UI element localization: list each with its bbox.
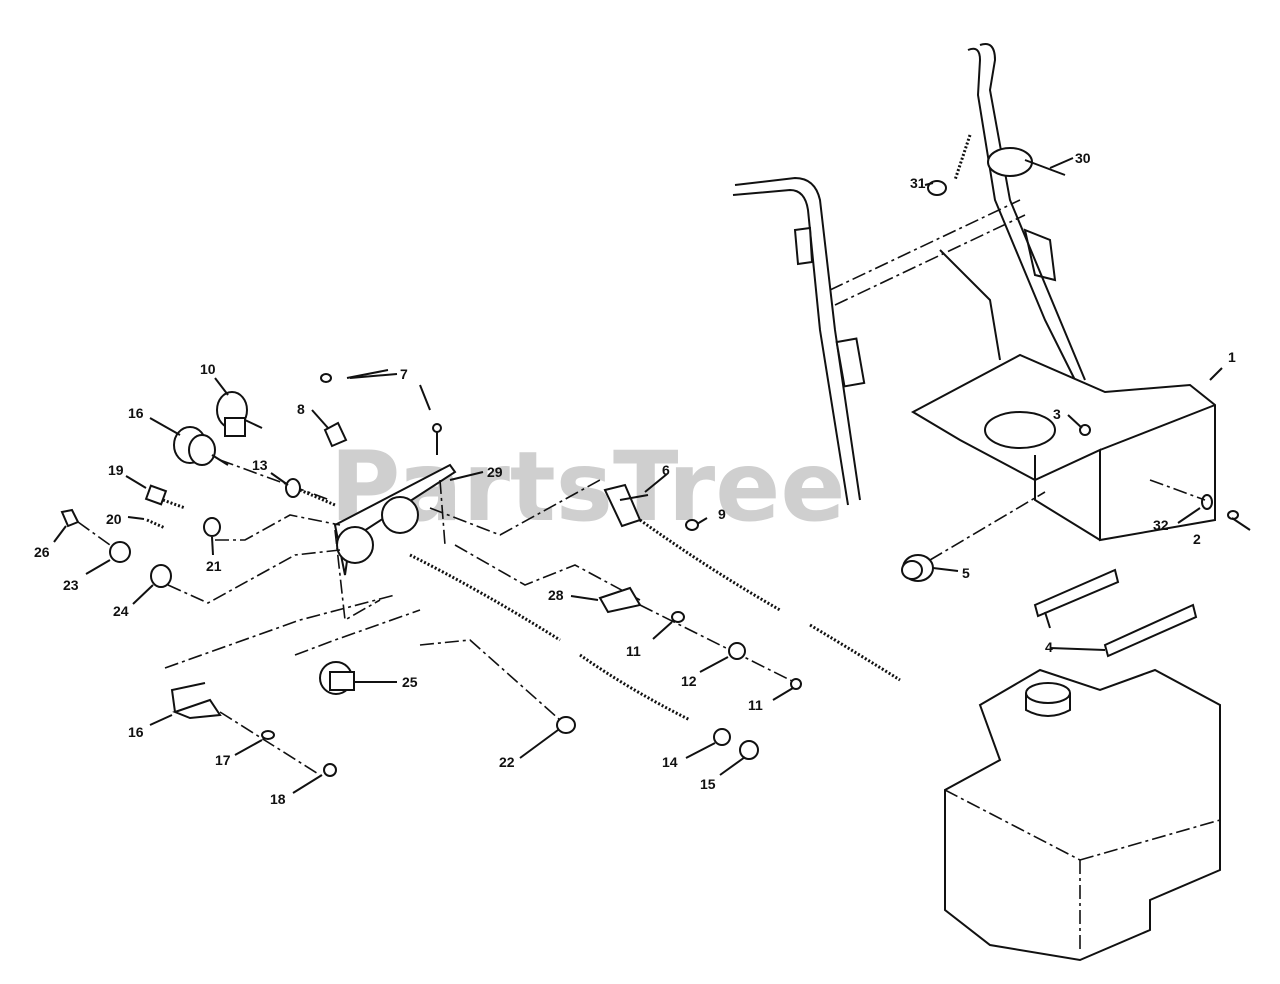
callout-4: 4 bbox=[1045, 639, 1053, 655]
part-31-screw bbox=[927, 134, 972, 196]
callout-3: 3 bbox=[1053, 406, 1061, 422]
part-19-connector bbox=[144, 484, 186, 510]
part-21-ring bbox=[203, 517, 221, 537]
part-3-rivet bbox=[1079, 424, 1091, 436]
part-7-screws bbox=[320, 369, 442, 455]
part-5-grommet bbox=[901, 491, 1046, 582]
part-15-nut bbox=[739, 740, 759, 760]
fuel-tank bbox=[944, 668, 1221, 962]
part-4-strips bbox=[1033, 568, 1198, 658]
callout-14: 14 bbox=[662, 754, 678, 770]
part-9-washer bbox=[685, 519, 699, 531]
callout-31: 31 bbox=[910, 175, 926, 191]
cable-c bbox=[639, 518, 781, 612]
part-13-knob bbox=[285, 478, 336, 507]
part-32-washer bbox=[1201, 494, 1213, 510]
callout-21: 21 bbox=[206, 558, 222, 574]
part-10-switch bbox=[216, 391, 263, 437]
part-16-bracket bbox=[164, 594, 396, 776]
cable-b bbox=[579, 653, 691, 722]
callout-8: 8 bbox=[297, 401, 305, 417]
callout-11-a: 11 bbox=[626, 643, 641, 659]
callout-10: 10 bbox=[200, 361, 216, 377]
part-23-nut bbox=[109, 541, 131, 563]
callout-19: 19 bbox=[108, 462, 124, 478]
callout-15: 15 bbox=[700, 776, 716, 792]
part-16-gauge bbox=[173, 426, 331, 501]
part-11-washer-a bbox=[671, 611, 685, 623]
part-1-bracket bbox=[910, 353, 1216, 542]
callout-12: 12 bbox=[681, 673, 697, 689]
callout-32: 32 bbox=[1153, 517, 1169, 533]
callout-16-a: 16 bbox=[128, 405, 144, 421]
callout-16-b: 16 bbox=[128, 724, 144, 740]
callout-29: 29 bbox=[487, 464, 503, 480]
callout-1: 1 bbox=[1228, 349, 1236, 365]
part-20-pin bbox=[146, 518, 166, 530]
part-22-grommet bbox=[556, 716, 576, 734]
callout-25: 25 bbox=[402, 674, 418, 690]
callout-2: 2 bbox=[1193, 531, 1201, 547]
callout-7: 7 bbox=[400, 366, 408, 382]
callout-9: 9 bbox=[718, 506, 726, 522]
part-30-clip bbox=[987, 147, 1066, 177]
callout-28: 28 bbox=[548, 587, 564, 603]
part-17-washer bbox=[261, 730, 275, 740]
callout-13: 13 bbox=[252, 457, 268, 473]
part-12-nut bbox=[728, 642, 746, 660]
callout-5: 5 bbox=[962, 565, 970, 581]
part-8-clip bbox=[323, 421, 348, 448]
part-11-washer-b bbox=[790, 678, 802, 690]
part-14-washer bbox=[713, 728, 731, 746]
callout-30: 30 bbox=[1075, 150, 1091, 166]
callout-20: 20 bbox=[106, 511, 122, 527]
part-18-nut bbox=[323, 763, 337, 777]
part-28-bracket bbox=[598, 586, 642, 614]
callout-17: 17 bbox=[215, 752, 231, 768]
callout-24: 24 bbox=[113, 603, 129, 619]
callout-11-b: 11 bbox=[748, 697, 763, 713]
part-6-bracket bbox=[603, 483, 649, 528]
callout-6: 6 bbox=[662, 462, 670, 478]
callout-26: 26 bbox=[34, 544, 50, 560]
cable-d bbox=[809, 623, 901, 682]
callout-18: 18 bbox=[270, 791, 286, 807]
part-24-washer bbox=[150, 564, 172, 588]
cable-a bbox=[409, 553, 561, 642]
part-25-switch bbox=[294, 609, 421, 695]
handle-frame bbox=[732, 43, 1086, 506]
part-29-dash-panel bbox=[333, 463, 457, 622]
callout-22: 22 bbox=[499, 754, 515, 770]
part-26-tab bbox=[60, 508, 80, 528]
leader-lines bbox=[53, 157, 1251, 794]
callout-23: 23 bbox=[63, 577, 79, 593]
